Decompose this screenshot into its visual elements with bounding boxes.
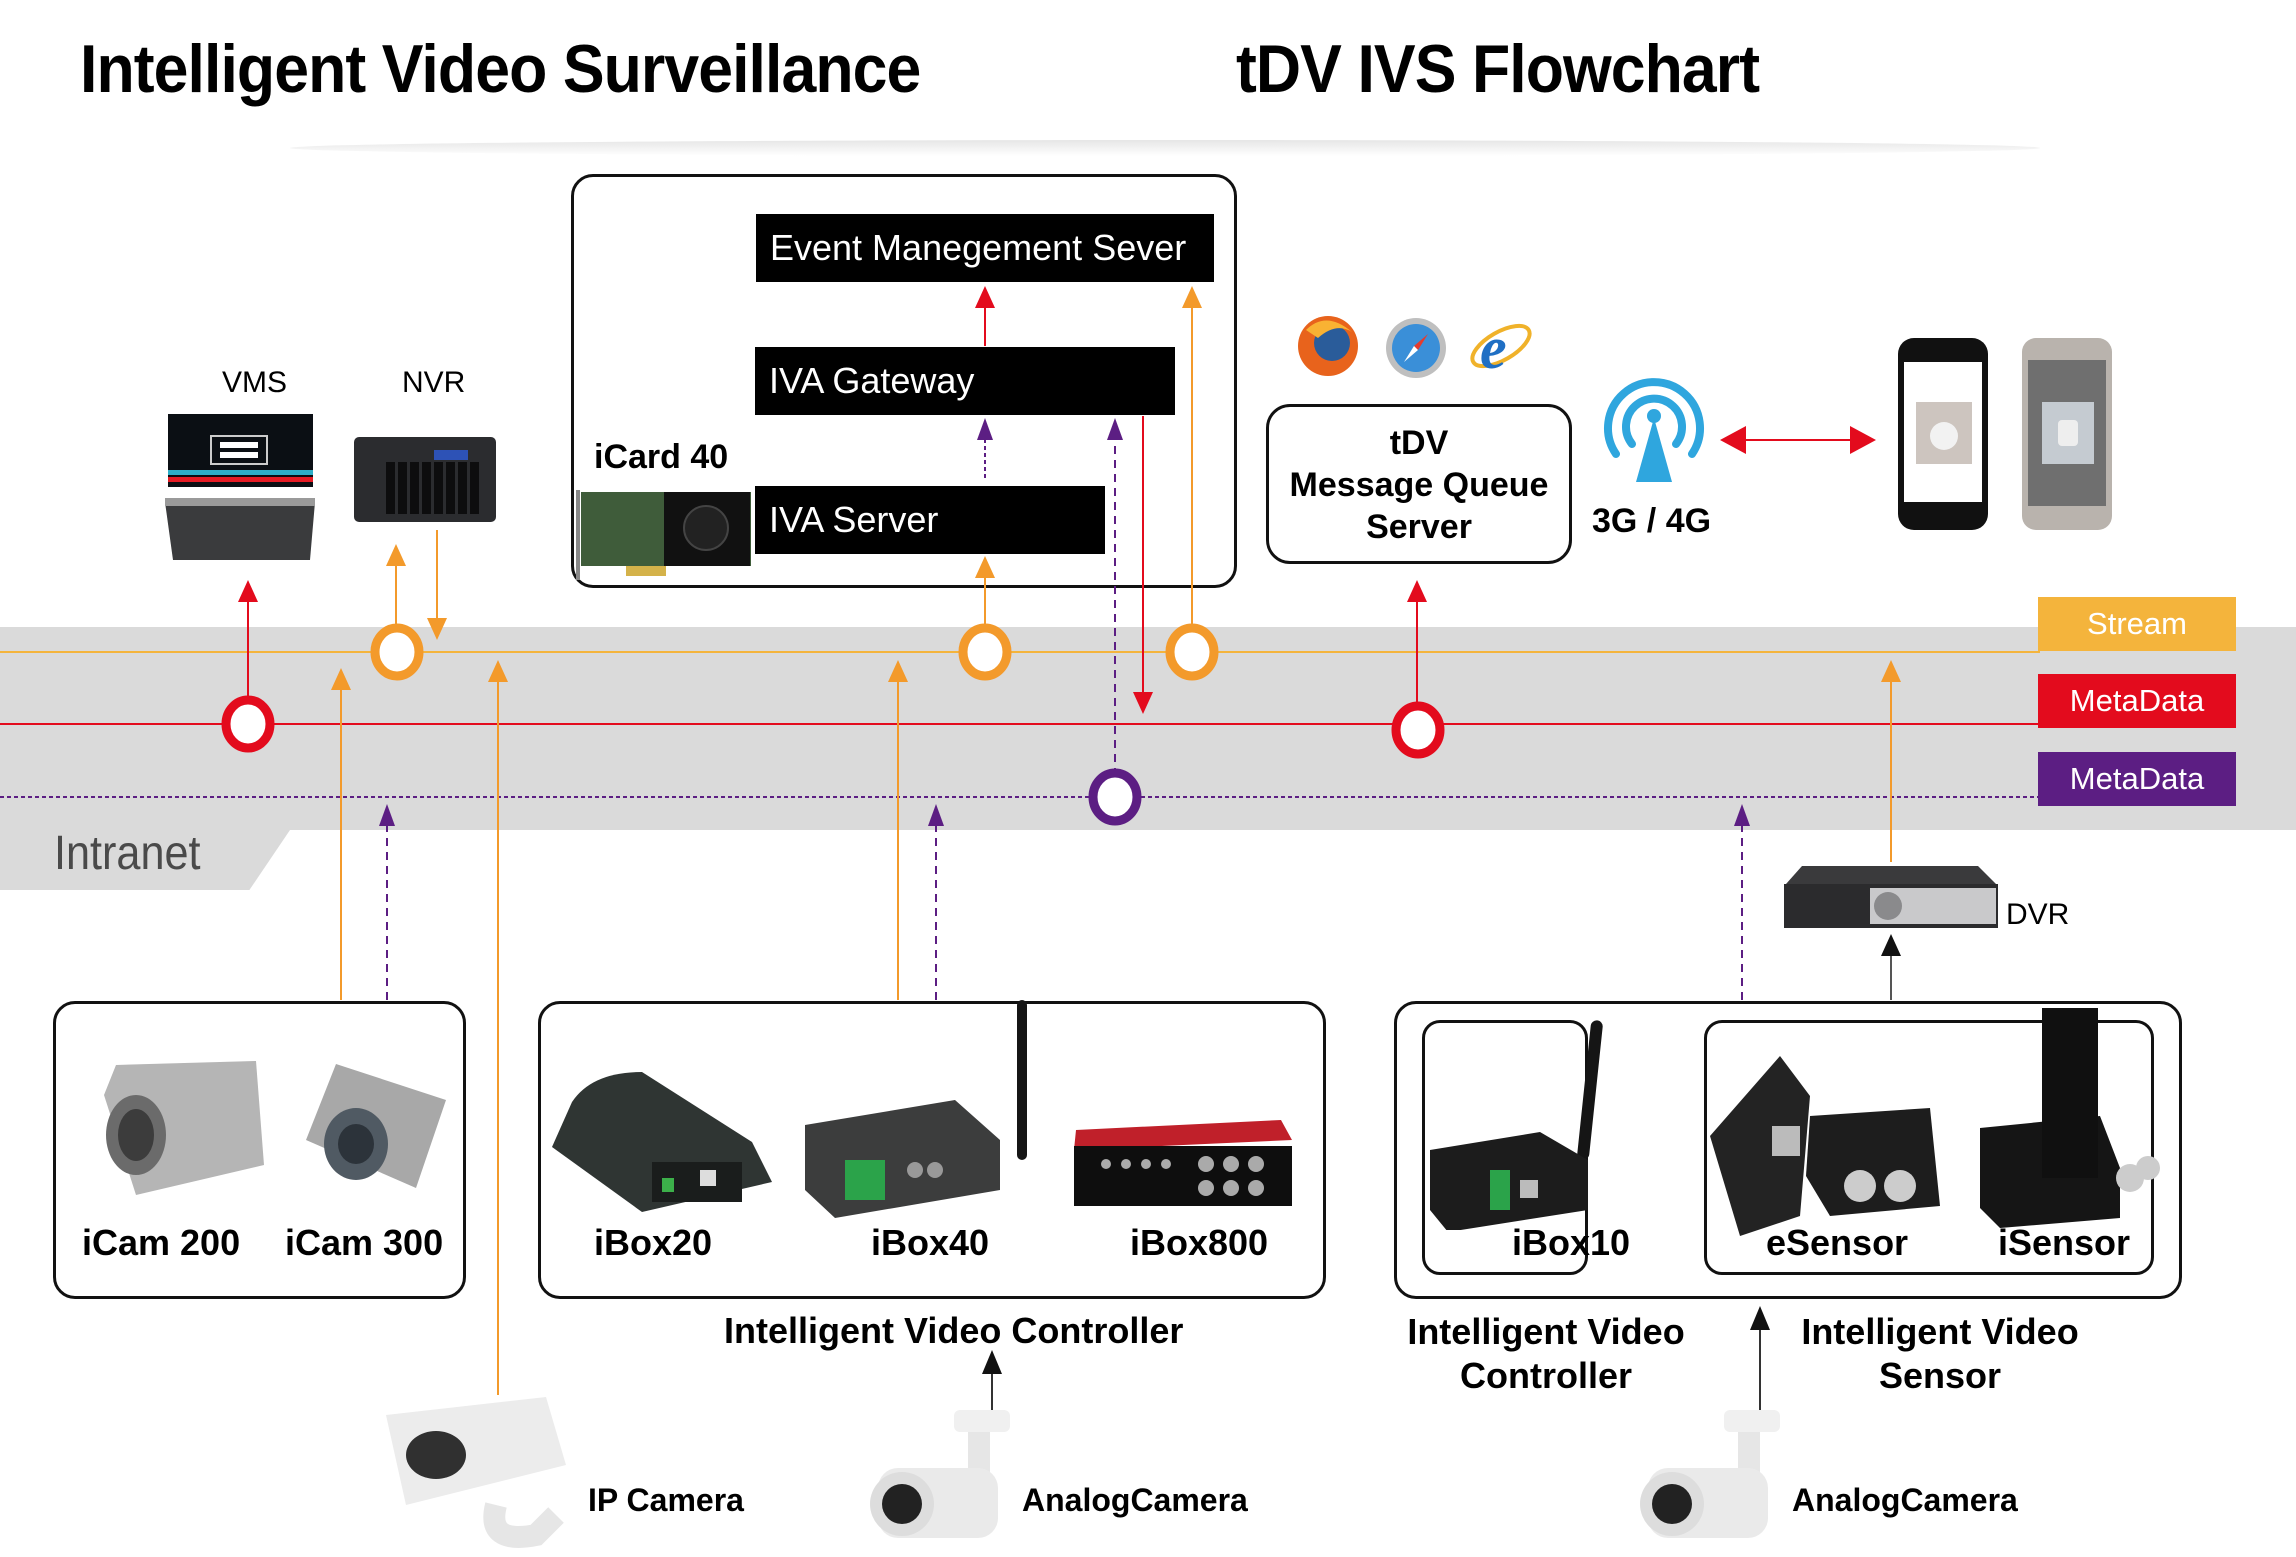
- ibox40-device[interactable]: [805, 1000, 1040, 1225]
- sensor-label-1: Intelligent Video: [1801, 1311, 2079, 1352]
- mobile-left-arrow-icon: [1720, 426, 1746, 454]
- intranet-label: Intranet: [54, 827, 201, 880]
- ibox-meta-arrow-icon: [928, 804, 944, 826]
- nvr-up-arrow-icon: [386, 544, 406, 566]
- legend-metadata-purple: MetaData: [2038, 752, 2236, 806]
- icam-200-label: iCam 200: [82, 1222, 241, 1263]
- edge-meta-arrow-icon: [1734, 804, 1750, 826]
- vms-arrow-icon: [238, 580, 258, 602]
- vms-device[interactable]: [165, 412, 315, 572]
- nvr-device[interactable]: [352, 432, 502, 532]
- nvr-down-arrow-icon: [427, 618, 447, 640]
- node-ems-stream: [1165, 623, 1219, 681]
- event-management-server[interactable]: Event Manegement Sever: [756, 214, 1214, 282]
- analog2-arrow-icon: [1750, 1306, 1770, 1330]
- title-divider: [290, 140, 2040, 156]
- gw-meta-arrow-icon: [1107, 418, 1123, 440]
- iva-gw-arrow-icon: [977, 418, 993, 440]
- vms-label: VMS: [222, 366, 288, 399]
- sensor-label-2: Sensor: [1878, 1355, 2002, 1396]
- edge-controller-label-1: Intelligent Video: [1407, 1311, 1685, 1352]
- node-gateway-metadata: [1088, 768, 1142, 826]
- legend-metadata-red: MetaData: [2038, 674, 2236, 728]
- ibox-stream-arrow-icon: [888, 660, 908, 682]
- icam-300-label: iCam 300: [285, 1222, 444, 1263]
- dvr-arrow-icon: [1881, 934, 1901, 956]
- analog-camera-label-2: AnalogCamera: [1792, 1482, 2018, 1518]
- controller-group-label: Intelligent Video Controller: [724, 1310, 1184, 1351]
- edge-controller-label-2: Controller: [1459, 1355, 1632, 1396]
- analog-camera-device-2[interactable]: [1628, 1408, 1808, 1552]
- android-phone: [2020, 336, 2114, 532]
- ibox800-device[interactable]: [1066, 1110, 1294, 1210]
- legend-stream: Stream: [2038, 597, 2236, 651]
- svg-text:e: e: [1480, 315, 1507, 380]
- icard-label: iCard 40: [594, 438, 729, 476]
- dvr-stream-arrow-icon: [1881, 660, 1901, 682]
- icam-meta-arrow-icon: [379, 804, 395, 826]
- firefox-icon: [1296, 310, 1360, 380]
- title-main: Intelligent Video Surveillance: [80, 31, 921, 107]
- ems-red-arrow-icon: [975, 286, 995, 308]
- dvr-label: DVR: [2006, 898, 2070, 931]
- title-flowchart: tDV IVS Flowchart: [1236, 31, 1760, 107]
- edge-controller-group-label: Intelligent Video Controller: [1386, 1310, 1706, 1398]
- mobile-network-label: 3G / 4G: [1592, 502, 1712, 540]
- icard-device: [576, 490, 756, 585]
- ibox40-label: iBox40: [871, 1222, 990, 1263]
- dvr-device[interactable]: [1782, 864, 2000, 932]
- esensor-label: eSensor: [1766, 1222, 1909, 1263]
- analog1-arrow-icon: [982, 1350, 1002, 1374]
- ios-phone: [1896, 336, 1990, 532]
- isensor-label: iSensor: [1998, 1222, 2131, 1263]
- ip-camera-label: IP Camera: [588, 1482, 744, 1518]
- isensor-device[interactable]: [1980, 1008, 2180, 1228]
- icam-200-device[interactable]: [96, 1055, 266, 1205]
- mq-arrow-icon: [1407, 580, 1427, 602]
- gw-red-down-arrow-icon: [1133, 692, 1153, 714]
- ibox800-label: iBox800: [1130, 1222, 1269, 1263]
- iva-gateway[interactable]: IVA Gateway: [755, 347, 1175, 415]
- icam-stream-arrow-icon: [331, 668, 351, 690]
- ibox20-label: iBox20: [594, 1222, 713, 1263]
- ibox10-device[interactable]: [1410, 1020, 1610, 1232]
- analog-camera-device-1[interactable]: [858, 1408, 1038, 1552]
- ibox20-device[interactable]: [552, 1062, 774, 1227]
- node-vms-metadata: [221, 695, 275, 753]
- ipcam-arrow-icon: [488, 660, 508, 682]
- antenna-icon: [1600, 372, 1708, 484]
- iva-server-arrow-icon: [975, 556, 995, 578]
- ems-stream-arrow-icon: [1182, 286, 1202, 308]
- mq-line-3: Server: [1366, 508, 1472, 546]
- mq-line-2: Message Queue: [1289, 466, 1549, 504]
- analog-camera-label-1: AnalogCamera: [1022, 1482, 1248, 1518]
- ibox10-label: iBox10: [1512, 1222, 1631, 1263]
- message-queue-server[interactable]: tDV Message Queue Server: [1266, 404, 1572, 564]
- node-iva-stream: [958, 623, 1012, 681]
- esensor-device[interactable]: [1710, 1056, 1950, 1236]
- node-nvr-stream: [370, 623, 424, 681]
- mq-line-1: tDV: [1389, 424, 1449, 462]
- node-mq-metadata: [1391, 701, 1445, 759]
- nvr-label: NVR: [402, 366, 466, 399]
- intranet-tab: [0, 830, 290, 890]
- safari-icon: [1384, 310, 1448, 380]
- icam-300-device[interactable]: [296, 1060, 446, 1200]
- sensor-group-label: Intelligent Video Sensor: [1780, 1310, 2100, 1398]
- ip-camera-device[interactable]: [376, 1395, 576, 1552]
- mobile-right-arrow-icon: [1850, 426, 1876, 454]
- internet-explorer-icon: e: [1466, 310, 1536, 381]
- iva-server[interactable]: IVA Server: [755, 486, 1105, 554]
